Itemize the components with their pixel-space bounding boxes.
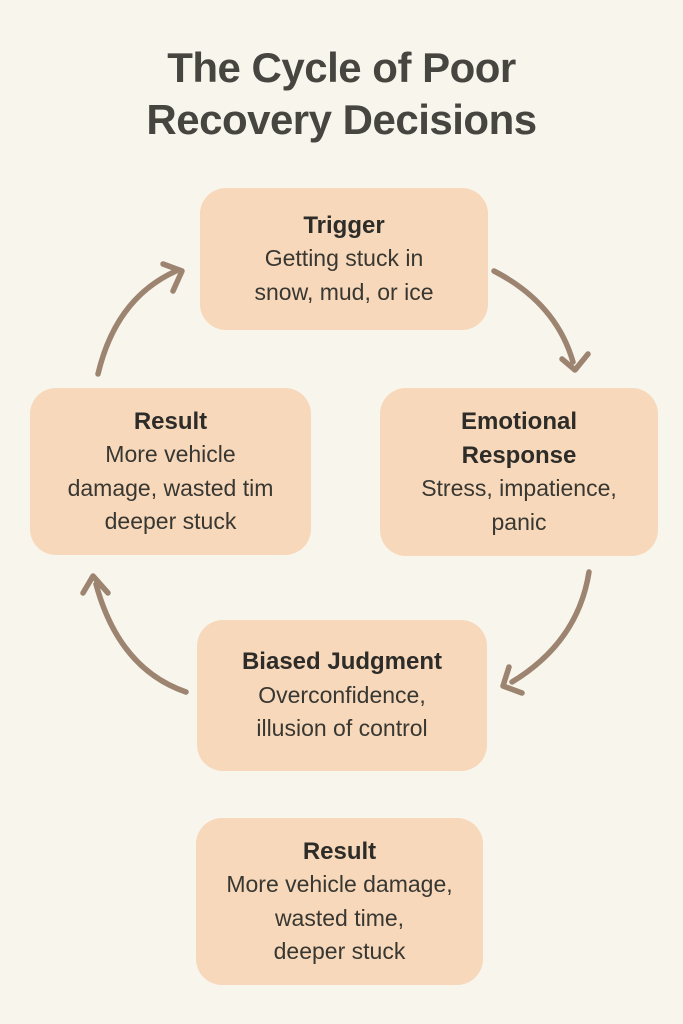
- curved-arrow-biased-to-result: [80, 573, 189, 695]
- node-emotional-response: Emotional Response Stress, impatience, p…: [380, 388, 658, 556]
- curved-arrow-trigger-to-emotional: [491, 268, 591, 373]
- node-result-left: Result More vehicle damage, wasted tim d…: [30, 388, 311, 555]
- arrow-head-icon: [160, 261, 185, 294]
- arrow-curve: [95, 268, 179, 377]
- node-body: More vehicle damage, wasted tim deeper s…: [67, 441, 274, 534]
- arrow-head-icon: [559, 351, 591, 373]
- page-title: The Cycle of Poor Recovery Decisions: [146, 44, 537, 143]
- node-heading: Biased Judgment: [241, 648, 443, 676]
- node-heading: Emotional Response: [460, 408, 577, 469]
- curved-arrow-result-to-trigger: [95, 261, 185, 377]
- node-heading: Result: [133, 407, 208, 435]
- arrow-curve: [491, 268, 576, 365]
- node-heading: Result: [302, 837, 377, 865]
- arrow-head-icon: [500, 664, 525, 696]
- node-trigger: Trigger Getting stuck in snow, mud, or i…: [200, 188, 488, 330]
- curved-arrow-emotional-to-biased: [500, 569, 592, 696]
- arrow-head-icon: [80, 573, 111, 596]
- arrow-curve: [509, 569, 592, 685]
- node-heading: Trigger: [303, 211, 385, 239]
- node-body: More vehicle damage, wasted time, deeper…: [226, 871, 453, 964]
- node-body: Stress, impatience, panic: [421, 475, 617, 535]
- node-result-bottom: Result More vehicle damage, wasted time,…: [196, 818, 483, 985]
- node-biased-judgment: Biased Judgment Overconfidence, illusion…: [197, 620, 487, 771]
- arrow-curve: [93, 581, 189, 695]
- node-body: Getting stuck in snow, mud, or ice: [254, 245, 434, 305]
- node-body: Overconfidence, illusion of control: [256, 681, 428, 742]
